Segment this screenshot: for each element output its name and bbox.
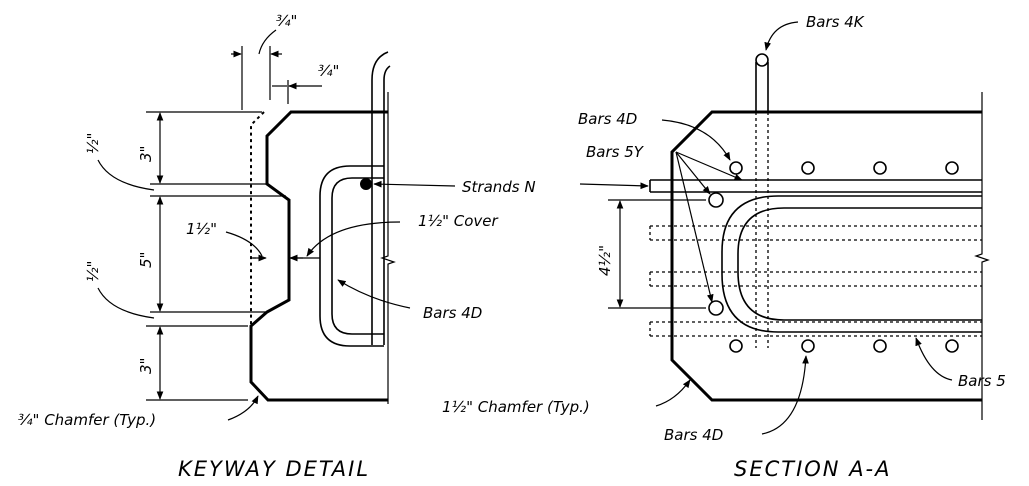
keyway-break-line <box>380 92 396 404</box>
section-bar-4d-bottom-2 <box>801 339 815 353</box>
keyway-dim-middle-height: 5" <box>137 252 155 268</box>
keyway-face-dotted <box>250 111 265 382</box>
keyway-lower-recess-leader <box>97 287 155 319</box>
section-bar-4d-top-1 <box>729 161 743 175</box>
section-bars-5y-leader-a <box>675 151 711 195</box>
section-bar-4d-top-2 <box>801 161 815 175</box>
section-bars-4d-bottom-label: Bars 4D <box>664 426 723 444</box>
keyway-chamfer-leader <box>227 395 259 421</box>
keyway-dim-lower-recess: ½" <box>84 261 102 282</box>
section-break-line <box>974 92 990 420</box>
section-strands-arrow <box>579 182 649 190</box>
section-bar-5y-lower <box>708 300 724 316</box>
keyway-dim-second-offset: ¾" <box>318 62 339 80</box>
section-dim-spacing-label: 4½" <box>596 245 614 276</box>
keyway-strand-dot <box>360 178 372 190</box>
keyway-bars-4d-leader <box>337 279 411 309</box>
keyway-dim-key-depth: 1½" <box>186 220 217 238</box>
section-bars-5-label: Bars 5 <box>958 372 1006 390</box>
section-bars-4d-top-label: Bars 4D <box>578 110 637 128</box>
keyway-detail: ¾" ¾" 3" ½" 5" ½" 3" 1½" 1½" Cover Stran… <box>18 12 536 481</box>
keyway-cover-note: 1½" Cover <box>418 212 499 230</box>
keyway-strands-label: Strands N <box>462 178 536 196</box>
keyway-dim-upper-height: 3" <box>137 146 155 162</box>
section-bar-4d-top-3 <box>873 161 887 175</box>
section-bars-5y-leader-b <box>675 151 714 303</box>
section-bar-4d-bottom-4 <box>945 339 959 353</box>
keyway-bars-4d-loop <box>319 165 384 347</box>
section-bars-4k-leader <box>764 21 799 51</box>
keyway-top-hook <box>371 51 391 345</box>
section-bar-4d-top-4 <box>945 161 959 175</box>
keyway-dim-top-offset: ¾" <box>276 12 297 30</box>
section-bars-4d-top-leader <box>661 119 731 161</box>
section-bars-4k <box>755 62 769 112</box>
section-bars-5-leader <box>915 337 953 381</box>
keyway-bars-4d-label: Bars 4D <box>423 304 482 322</box>
section-bars-5y <box>721 195 982 333</box>
keyway-dim-upper-recess: ½" <box>84 133 102 154</box>
section-bars-4d-bottom-leader <box>761 355 809 435</box>
section-bars-5y-leader-c <box>675 151 743 181</box>
keyway-extension-lines <box>146 111 286 401</box>
section-dim-ext <box>608 199 706 309</box>
keyway-title: KEYWAY DETAIL <box>178 457 370 481</box>
section-outline <box>670 110 982 402</box>
section-title: SECTION A-A <box>734 457 892 481</box>
keyway-dim-top-leader <box>258 29 277 55</box>
keyway-chamfer-note: ¾" Chamfer (Typ.) <box>18 411 156 429</box>
section-bar-4d-bottom-1 <box>729 339 743 353</box>
section-dashed-bars <box>649 225 982 337</box>
section-bar-5y-upper <box>708 192 724 208</box>
section-bars-4k-dashed <box>755 112 769 348</box>
section-chamfer-note: 1½" Chamfer (Typ.) <box>442 398 590 416</box>
keyway-dim-bottom-height: 3" <box>137 358 155 374</box>
section-bar-4d-bottom-3 <box>873 339 887 353</box>
keyway-strands-leader <box>373 180 456 188</box>
section-a-a: Bars 4K Bars 4D Bars 5Y 4½" 1½" Chamfer … <box>442 13 1006 481</box>
keyway-top-ext <box>241 46 289 110</box>
section-bars-5y-label: Bars 5Y <box>586 143 645 161</box>
keyway-cover-leader <box>306 221 401 257</box>
section-bars-4k-hook <box>755 53 769 67</box>
section-chamfer-leader <box>655 379 691 407</box>
keyway-outline <box>249 110 388 402</box>
section-bars-4k-label: Bars 4K <box>806 13 865 31</box>
keyway-key-leader <box>225 231 263 257</box>
keyway-upper-recess-leader <box>97 159 155 191</box>
